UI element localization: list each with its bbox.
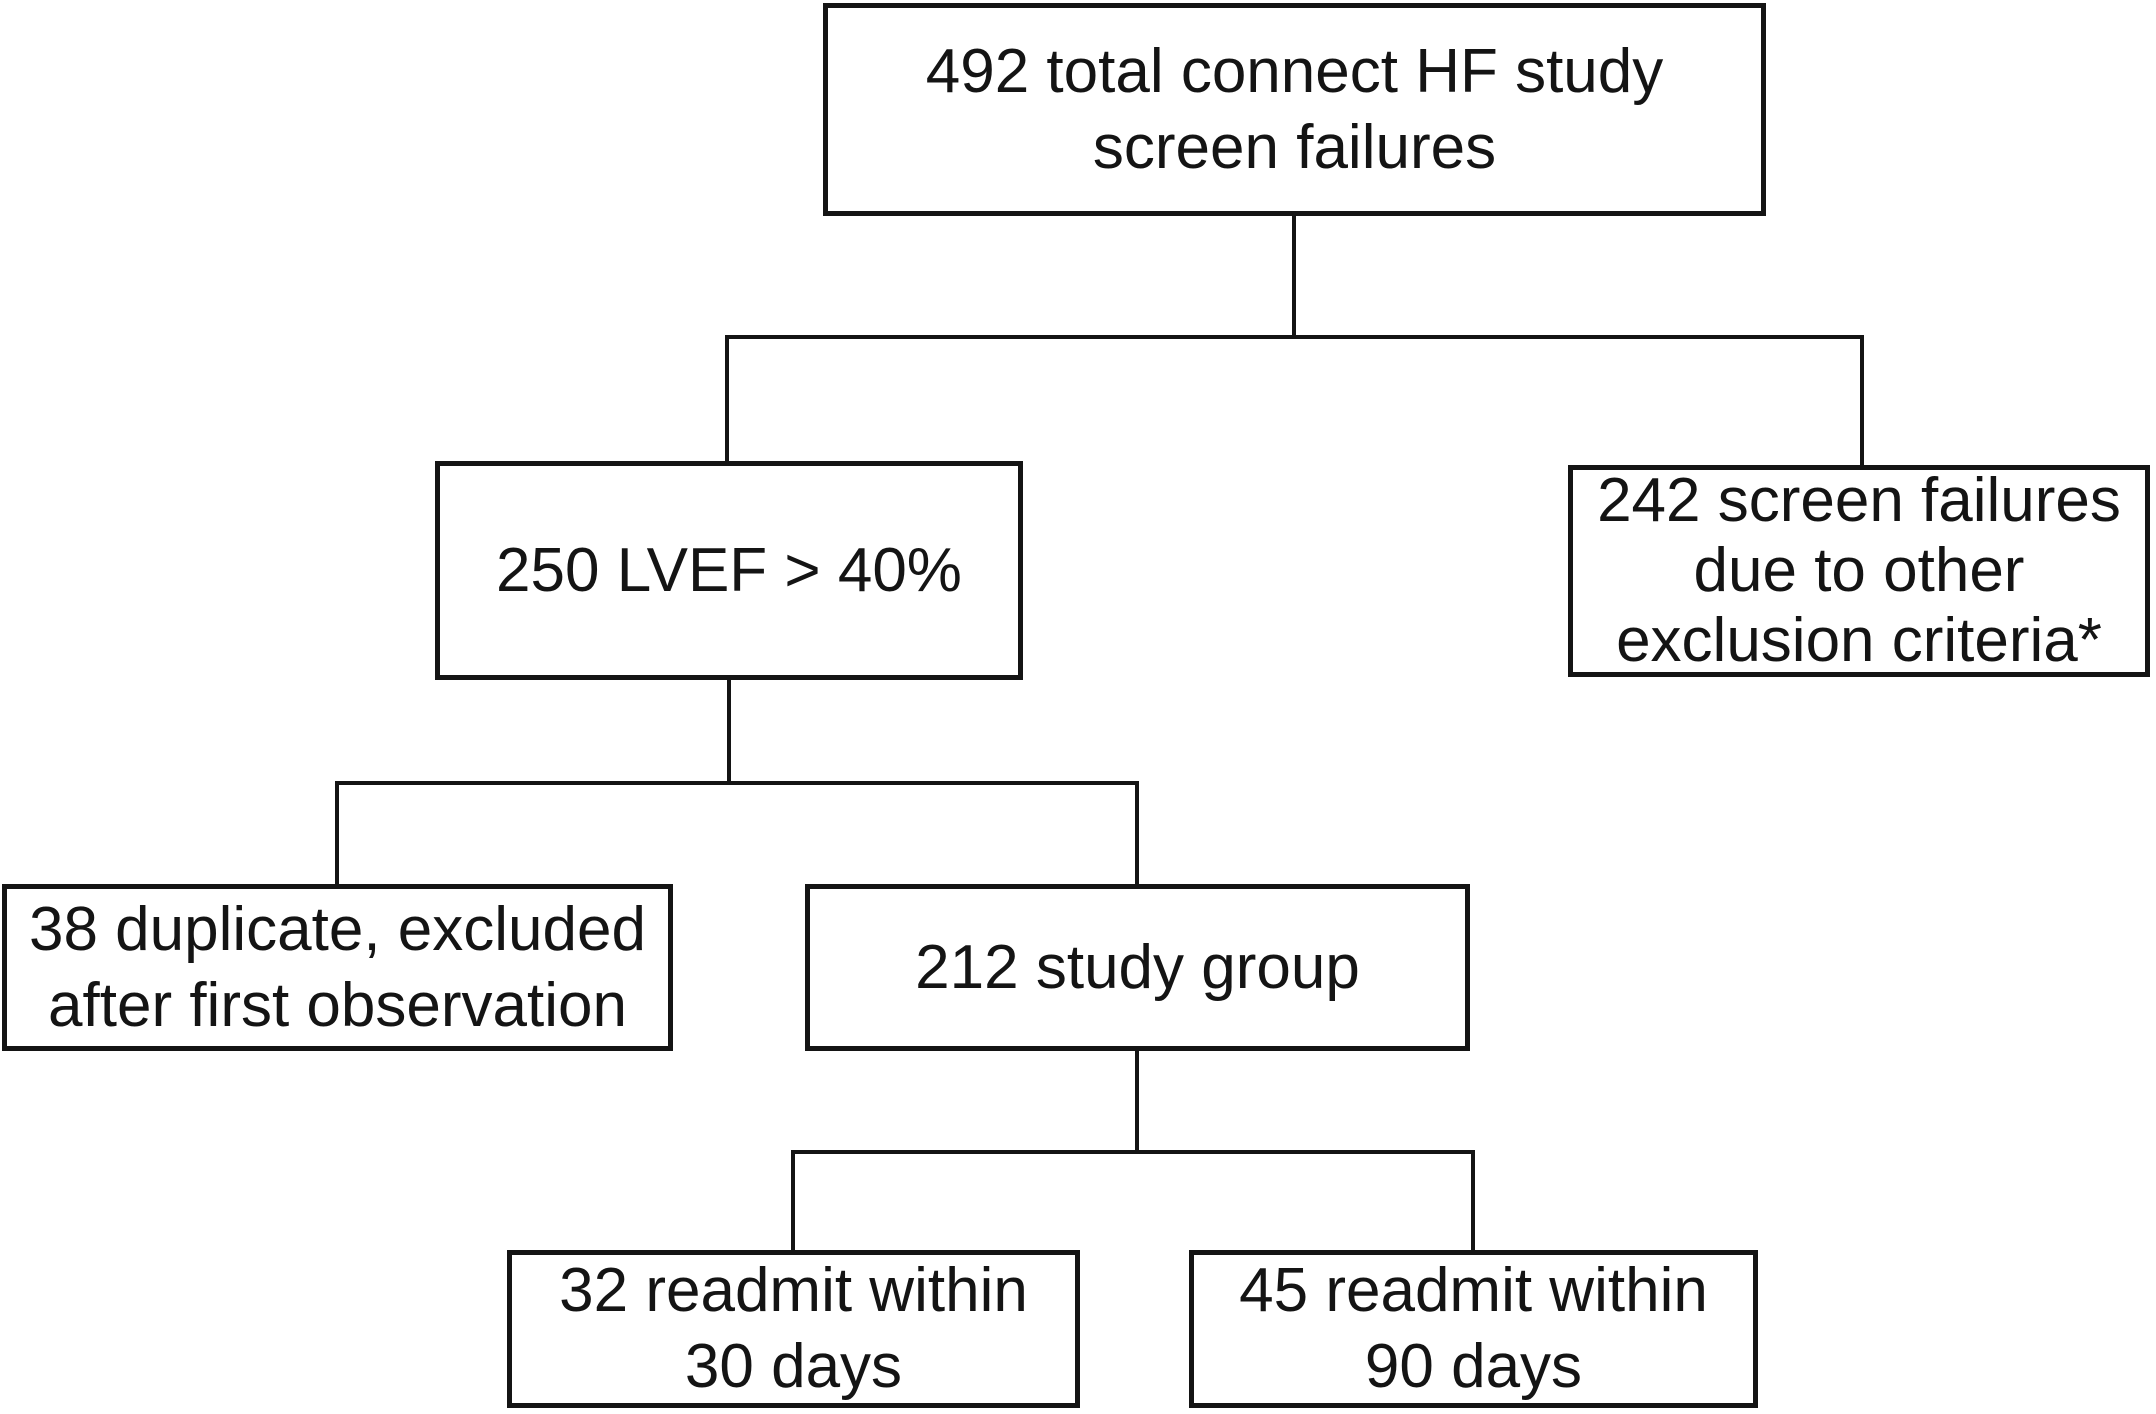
connector-drop-duplicate xyxy=(335,781,339,888)
connector-total-stem xyxy=(1292,216,1296,339)
node-readmit-30-days: 32 readmit within 30 days xyxy=(507,1250,1080,1408)
connector-drop-readmit-30 xyxy=(791,1150,795,1254)
node-total-label: 492 total connect HF study screen failur… xyxy=(925,36,1664,182)
connector-drop-study-group xyxy=(1135,781,1139,888)
connector-lvef-stem xyxy=(727,678,731,785)
connector-drop-exclusion xyxy=(1860,335,1864,469)
node-exclusion-label: 242 screen failures due to other exclusi… xyxy=(1597,466,2121,675)
connector-lvef-crossbar xyxy=(335,781,1139,785)
connector-total-crossbar xyxy=(725,335,1864,339)
node-duplicate-label: 38 duplicate, excluded after first obser… xyxy=(28,894,646,1040)
node-readmit-90-label: 45 readmit within 90 days xyxy=(1239,1256,1708,1401)
node-readmit-30-label: 32 readmit within 30 days xyxy=(559,1256,1028,1401)
node-study-group-label: 212 study group xyxy=(915,932,1360,1002)
node-lvef-over-40: 250 LVEF > 40% xyxy=(435,461,1023,680)
connector-drop-readmit-90 xyxy=(1471,1150,1475,1254)
node-duplicate-excluded: 38 duplicate, excluded after first obser… xyxy=(2,884,673,1051)
node-other-exclusion-criteria: 242 screen failures due to other exclusi… xyxy=(1568,465,2150,677)
connector-drop-lvef xyxy=(725,335,729,465)
node-total-screen-failures: 492 total connect HF study screen failur… xyxy=(823,3,1766,216)
node-study-group: 212 study group xyxy=(805,884,1470,1051)
node-lvef-label: 250 LVEF > 40% xyxy=(496,535,962,605)
connector-study-stem xyxy=(1135,1049,1139,1154)
connector-study-crossbar xyxy=(791,1150,1475,1154)
node-readmit-90-days: 45 readmit within 90 days xyxy=(1189,1250,1758,1408)
